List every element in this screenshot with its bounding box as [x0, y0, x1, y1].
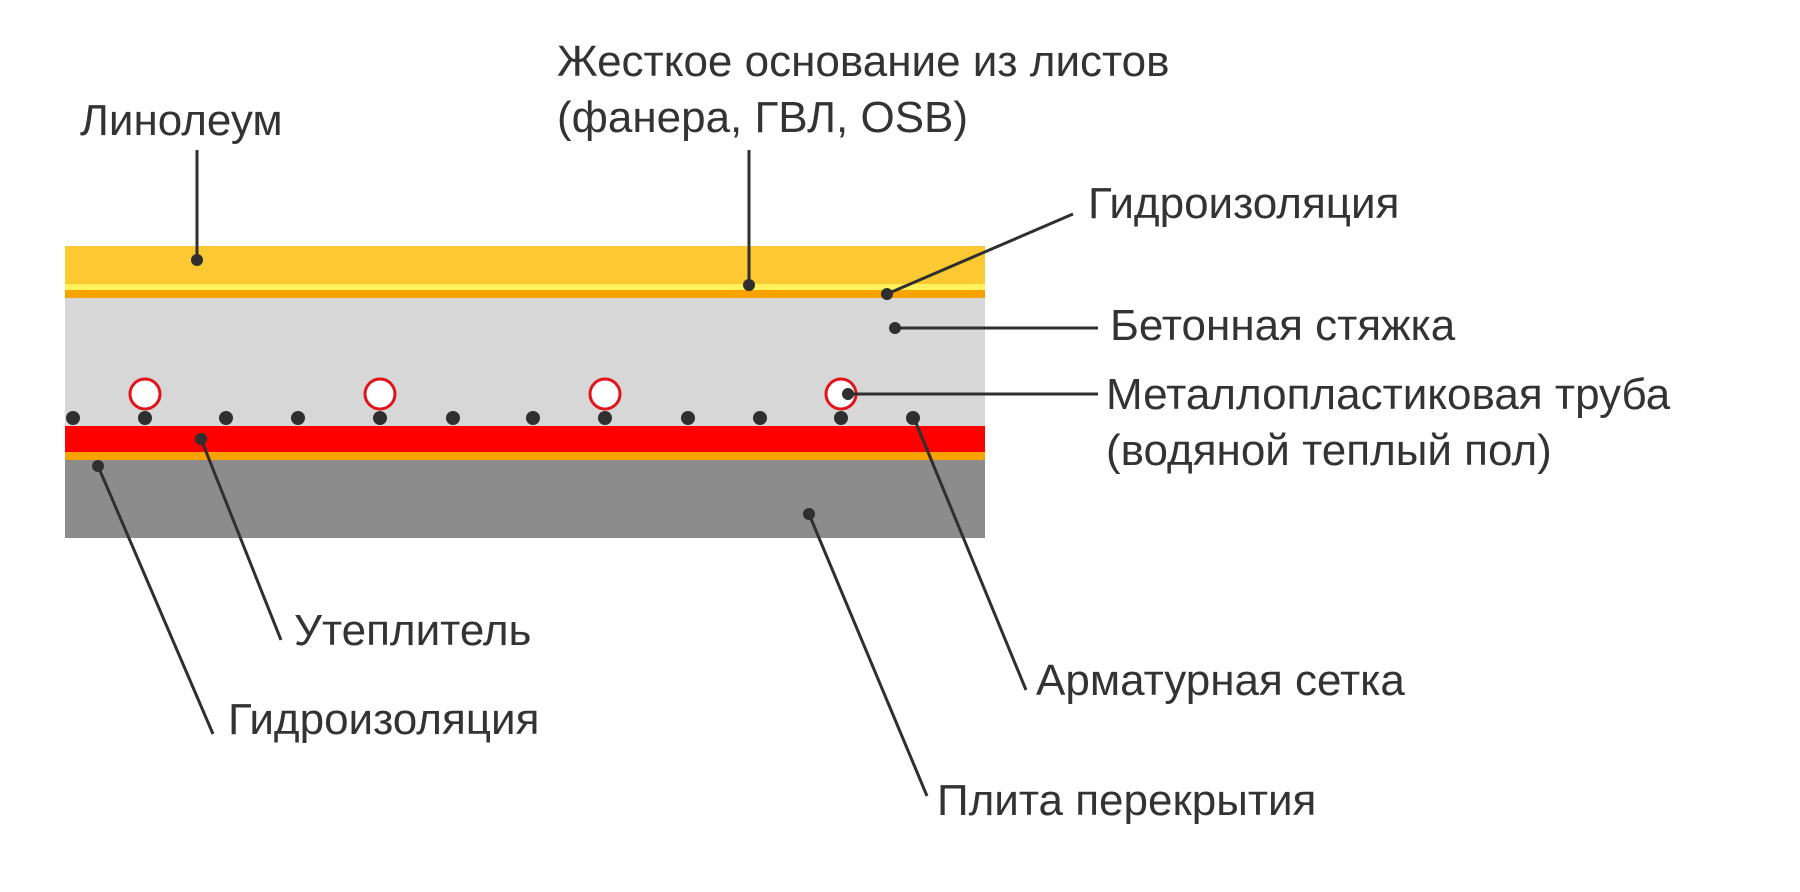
label-screed: Бетонная стяжка	[1110, 301, 1456, 350]
anchor-dot-icon	[881, 288, 893, 300]
anchor-dot-icon	[195, 433, 207, 445]
pipe-circle-icon	[588, 377, 622, 411]
mesh-dot-icon	[138, 411, 152, 425]
anchor-dot-icon	[889, 322, 901, 334]
label-waterproof-bottom: Гидроизоляция	[228, 695, 540, 744]
leader-slab	[807, 513, 929, 797]
mesh-dot-icon	[753, 411, 767, 425]
layer-waterproof-top	[65, 290, 985, 298]
leader-waterproof-top	[886, 212, 1074, 296]
label-pipe-line2: (водяной теплый пол)	[1106, 426, 1552, 475]
mesh-dot-icon	[526, 411, 540, 425]
label-hard-base-line2: (фанера, ГВЛ, OSB)	[557, 93, 969, 142]
leader-anchors	[92, 254, 901, 520]
label-waterproof-top: Гидроизоляция	[1088, 179, 1400, 228]
anchor-dot-icon	[191, 254, 203, 266]
mesh-dot-icon	[834, 411, 848, 425]
leader-mesh	[912, 417, 1028, 691]
anchor-dot-icon	[743, 279, 755, 291]
pipe-circle-icon	[363, 377, 397, 411]
pipe-circle-icon	[128, 377, 162, 411]
label-mesh: Арматурная сетка	[1036, 656, 1405, 705]
layer-waterproof-bottom	[65, 452, 985, 460]
layer-hard-base	[65, 284, 985, 290]
anchor-dot-icon	[842, 388, 854, 400]
mesh-dot-icon	[373, 411, 387, 425]
anchor-dot-icon	[803, 508, 815, 520]
mesh-dot-icon	[446, 411, 460, 425]
mesh-dot-icon	[681, 411, 695, 425]
anchor-dot-icon	[92, 460, 104, 472]
label-pipe: Металлопластиковая труба (водяной теплый…	[1106, 367, 1670, 479]
label-pipe-line1: Металлопластиковая труба	[1106, 370, 1671, 419]
layer-stack	[65, 246, 985, 538]
leader-waterproof-bottom	[96, 465, 215, 735]
leader-lines	[96, 150, 1098, 797]
mesh-dot-icon	[291, 411, 305, 425]
layer-insulation	[65, 426, 985, 452]
mesh-dot-icon	[219, 411, 233, 425]
label-linoleum: Линолеум	[80, 96, 283, 145]
label-insulation: Утеплитель	[294, 606, 532, 655]
layer-linoleum	[65, 246, 985, 284]
mesh-dot-icon	[66, 411, 80, 425]
layer-slab	[65, 460, 985, 538]
label-hard-base: Жесткое основание из листов (фанера, ГВЛ…	[557, 34, 1170, 146]
label-hard-base-line1: Жесткое основание из листов	[557, 37, 1170, 86]
label-slab: Плита перекрытия	[937, 776, 1317, 825]
leader-insulation	[199, 438, 283, 641]
mesh-dot-icon	[906, 411, 920, 425]
reinforcement-mesh	[66, 411, 920, 425]
mesh-dot-icon	[598, 411, 612, 425]
heating-pipes	[128, 377, 858, 411]
